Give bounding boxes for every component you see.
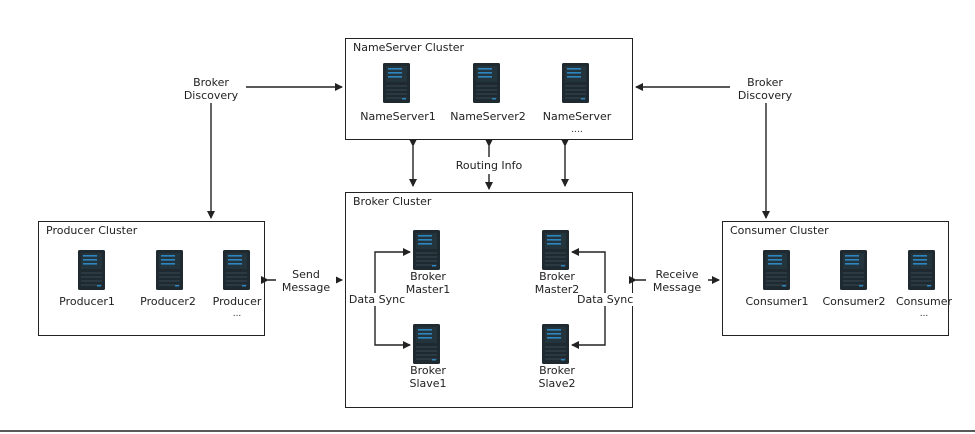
broker-master1-line2: Master1 bbox=[405, 283, 451, 296]
consumer2-server-icon bbox=[840, 250, 867, 290]
broker-slave2-label: Broker Slave2 bbox=[522, 364, 592, 390]
broker-master1-line1: Broker bbox=[410, 270, 446, 283]
broker-discovery-left-label: Broker Discovery bbox=[176, 76, 246, 102]
receive-message-line2: Message bbox=[652, 281, 702, 294]
nameserver1-label: NameServer1 bbox=[360, 110, 436, 123]
broker-discovery-right-line1: Broker bbox=[747, 76, 783, 89]
send-message-line1: Send bbox=[292, 268, 320, 281]
broker-slave2-line2: Slave2 bbox=[538, 377, 576, 390]
receive-message-label: Receive Message bbox=[646, 268, 708, 294]
producer-ellipsis: ... bbox=[232, 309, 242, 319]
nameserver1-server-icon bbox=[383, 63, 410, 103]
nameserver3-label: NameServer bbox=[542, 110, 612, 123]
producer1-server-icon bbox=[78, 250, 105, 290]
consumer1-server-icon bbox=[763, 250, 790, 290]
broker-discovery-right-label: Broker Discovery bbox=[730, 76, 800, 102]
data-sync-left-bracket-bottom bbox=[374, 305, 411, 349]
broker-master2-line1: Broker bbox=[539, 270, 575, 283]
broker-slave1-line1: Broker bbox=[410, 364, 446, 377]
broker-discovery-left-line2: Discovery bbox=[183, 89, 239, 102]
consumer1-label: Consumer1 bbox=[745, 295, 809, 308]
broker-master2-server-icon bbox=[542, 230, 569, 270]
consumer-cluster-title: Consumer Cluster bbox=[730, 224, 829, 237]
nameserver2-server-icon bbox=[473, 63, 500, 103]
consumer-ellipsis: ... bbox=[919, 309, 929, 319]
producer3-server-icon bbox=[223, 250, 250, 290]
producer1-label: Producer1 bbox=[59, 295, 115, 308]
consumer3-server-icon bbox=[908, 250, 935, 290]
consumer2-label: Consumer2 bbox=[822, 295, 886, 308]
nameserver2-label: NameServer2 bbox=[450, 110, 526, 123]
broker-master2-line2: Master2 bbox=[534, 283, 580, 296]
broker-slave2-server-icon bbox=[542, 324, 569, 364]
broker-discovery-right-line2: Discovery bbox=[737, 89, 793, 102]
producer-cluster-title: Producer Cluster bbox=[46, 224, 138, 237]
send-message-line2: Message bbox=[281, 281, 331, 294]
send-message-label: Send Message bbox=[276, 268, 336, 294]
broker-discovery-left-line1: Broker bbox=[193, 76, 229, 89]
data-sync-right-bracket-bottom bbox=[571, 305, 606, 349]
producer2-label: Producer2 bbox=[140, 295, 196, 308]
receive-message-line1: Receive bbox=[655, 268, 699, 281]
broker-master2-label: Broker Master2 bbox=[522, 270, 592, 296]
data-sync-right-label: Data Sync bbox=[577, 293, 634, 306]
data-sync-left-label: Data Sync bbox=[347, 293, 407, 306]
nameserver3-server-icon bbox=[562, 63, 589, 103]
nameserver-ellipsis: .... bbox=[571, 125, 583, 135]
broker-slave1-line2: Slave1 bbox=[409, 377, 447, 390]
data-sync-left-bracket-top bbox=[374, 248, 411, 295]
broker-slave2-line1: Broker bbox=[539, 364, 575, 377]
nameserver-cluster-title: NameServer Cluster bbox=[353, 41, 465, 54]
broker-slave1-label: Broker Slave1 bbox=[393, 364, 463, 390]
data-sync-right-bracket-top bbox=[571, 248, 606, 295]
broker-slave1-server-icon bbox=[413, 324, 440, 364]
broker-master1-label: Broker Master1 bbox=[393, 270, 463, 296]
broker-cluster-title: Broker Cluster bbox=[353, 195, 432, 208]
producer3-label: Producer bbox=[212, 295, 262, 308]
producer2-server-icon bbox=[156, 250, 183, 290]
routing-info-label: Routing Info bbox=[449, 159, 529, 172]
broker-master1-server-icon bbox=[413, 230, 440, 270]
consumer3-label: Consumer bbox=[895, 295, 953, 308]
